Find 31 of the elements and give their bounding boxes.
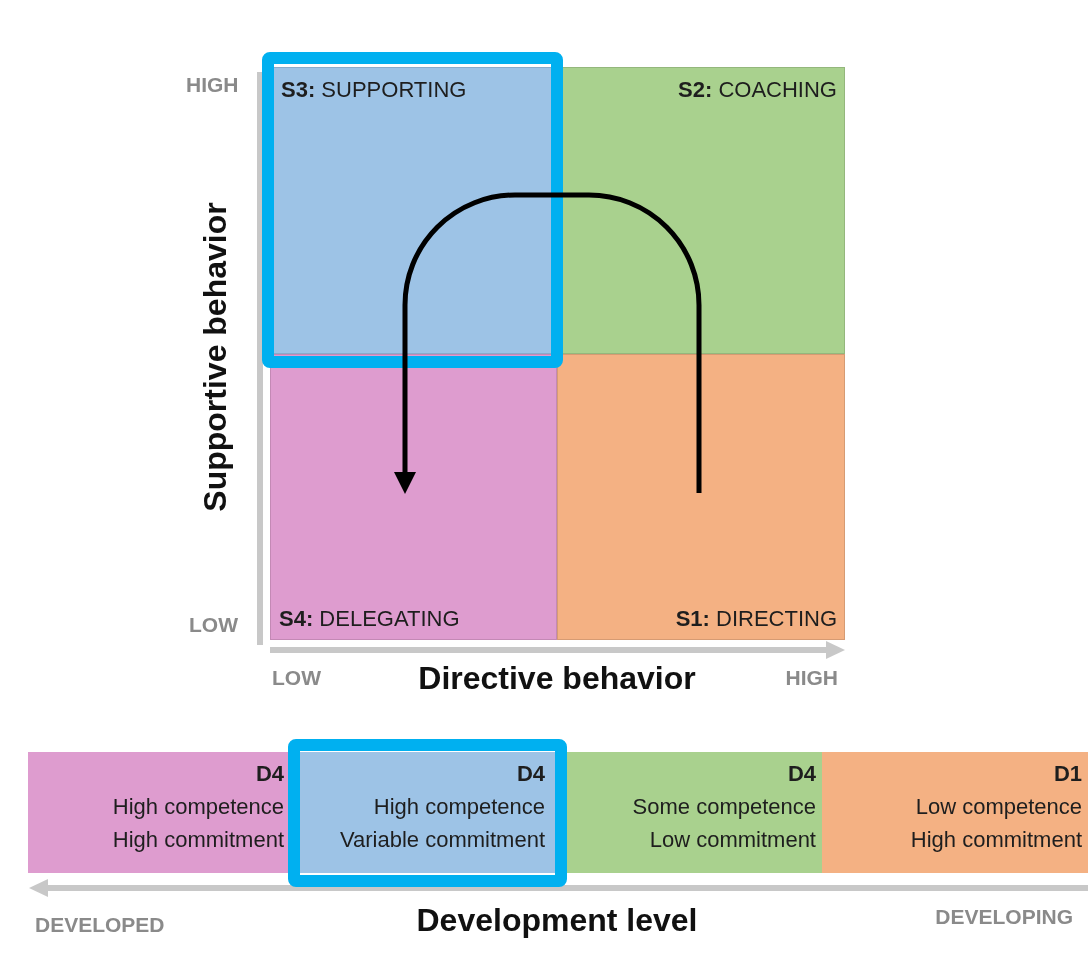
axis-end-label: DEVELOPING xyxy=(935,905,1073,927)
axis-title: Supportive behavior xyxy=(199,202,231,512)
level-band xyxy=(822,752,1088,873)
commitment-text: High commitment xyxy=(910,826,1082,854)
competence-text: High competence xyxy=(373,793,545,821)
connector-line xyxy=(696,354,702,493)
axis-title: Development level xyxy=(416,904,698,936)
competence-text: High competence xyxy=(112,793,284,821)
commitment-text: High commitment xyxy=(112,826,284,854)
competence-text: Low competence xyxy=(915,793,1082,821)
curved-arrow xyxy=(394,192,557,494)
quadrant-panel xyxy=(557,354,845,640)
quadrant-title: S3: SUPPORTING xyxy=(281,78,467,103)
level-code: D1 xyxy=(1053,760,1082,788)
quadrant-title: S2: COACHING xyxy=(678,78,837,103)
commitment-text: Low commitment xyxy=(649,826,816,854)
level-code: D4 xyxy=(787,760,816,788)
axis-title: Directive behavior xyxy=(418,662,696,694)
quadrant-panel xyxy=(270,354,557,640)
commitment-text: Variable commitment xyxy=(340,826,545,854)
axis-tick-label: HIGH xyxy=(186,73,239,95)
quadrant-title: S1: DIRECTING xyxy=(675,606,837,631)
level-code: D4 xyxy=(516,760,545,788)
curved-line xyxy=(557,192,702,354)
competence-text: Some competence xyxy=(632,793,816,821)
axis-tick-label: HIGH xyxy=(785,666,838,688)
axis-tick-label: LOW xyxy=(189,613,238,635)
axis-end-label: DEVELOPED xyxy=(35,913,165,935)
level-code: D4 xyxy=(255,760,284,788)
quadrant-title: S4: DELEGATING xyxy=(279,606,460,631)
axis-tick-label: LOW xyxy=(272,666,321,688)
